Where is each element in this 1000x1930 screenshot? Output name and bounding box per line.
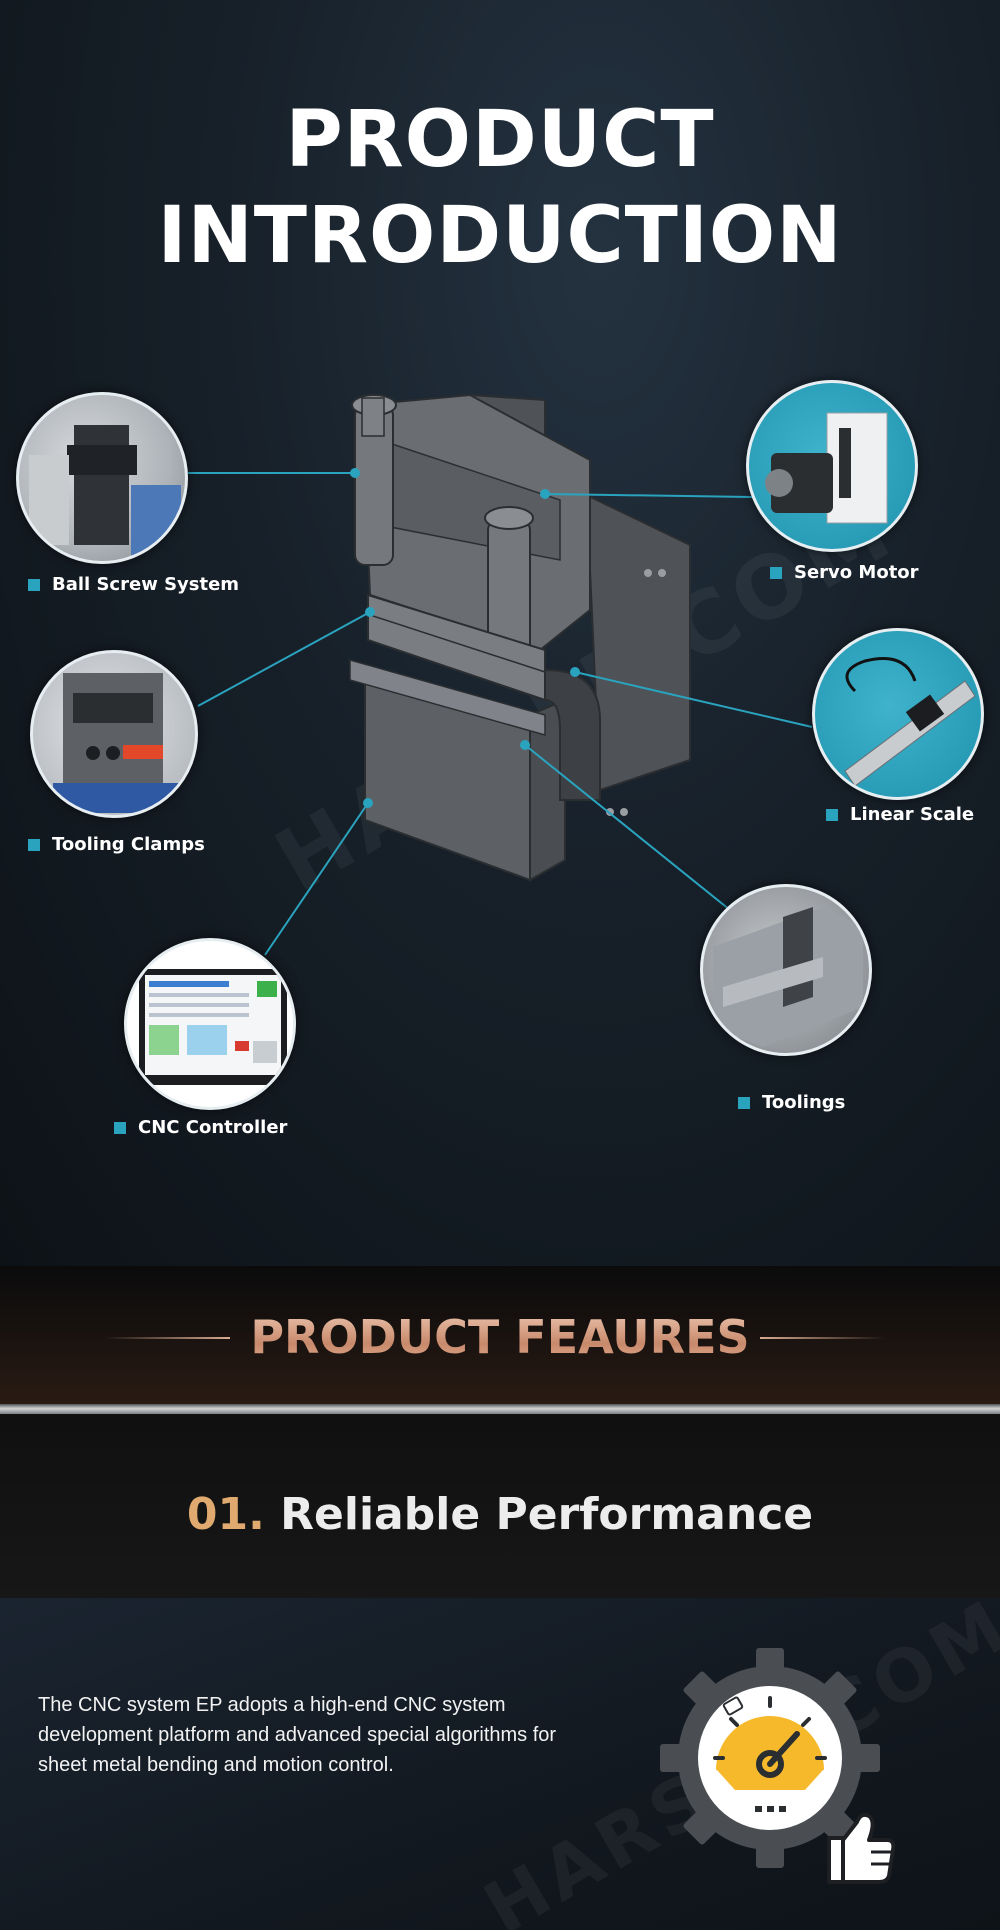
gauge-gear-thumbs-up-icon xyxy=(660,1648,896,1884)
callout-label: Toolings xyxy=(762,1092,846,1113)
callout-label: CNC Controller xyxy=(138,1117,288,1138)
callout-label: Tooling Clamps xyxy=(52,834,205,855)
toolings-photo xyxy=(700,884,872,1056)
intro-title-line2: INTRODUCTION xyxy=(157,191,843,281)
callout-cnc-controller: CNC Controller xyxy=(114,1117,287,1138)
features-divider-left xyxy=(105,1337,230,1339)
performance-number: 01. xyxy=(186,1489,265,1540)
callout-tooling-clamps: Tooling Clamps xyxy=(28,834,205,855)
bullet-square-icon xyxy=(28,839,40,851)
callout-label: Ball Screw System xyxy=(52,574,240,595)
bullet-square-icon xyxy=(114,1122,126,1134)
intro-title: PRODUCT INTRODUCTION xyxy=(0,92,1000,284)
features-divider-right xyxy=(760,1337,885,1339)
callout-label: Linear Scale xyxy=(850,804,975,825)
ball-screw-photo xyxy=(16,392,188,564)
tooling-clamps-photo xyxy=(30,650,198,818)
bullet-square-icon xyxy=(826,809,838,821)
performance-description: The CNC system EP adopts a high-end CNC … xyxy=(38,1694,557,1776)
product-introduction-section: PRODUCT INTRODUCTION HARSLE.COM xyxy=(0,0,1000,1266)
cnc-controller-photo xyxy=(124,938,296,1110)
features-title: PRODUCT FEAURES xyxy=(0,1303,1000,1371)
servo-motor-photo xyxy=(746,380,918,552)
performance-title: 01. Reliable Performance xyxy=(0,1483,1000,1547)
callout-servo-motor: Servo Motor xyxy=(770,562,919,583)
performance-heading: Reliable Performance xyxy=(280,1489,814,1540)
product-features-band xyxy=(0,1266,1000,1404)
callout-ball-screw-system: Ball Screw System xyxy=(28,574,239,595)
performance-header-band xyxy=(0,1414,1000,1598)
press-brake-illustration: HARSLE.COM xyxy=(188,393,911,956)
callout-linear-scale: Linear Scale xyxy=(826,804,974,825)
linear-scale-photo xyxy=(812,628,984,800)
bullet-square-icon xyxy=(770,567,782,579)
bullet-square-icon xyxy=(738,1097,750,1109)
callout-toolings: Toolings xyxy=(738,1092,845,1113)
callout-label: Servo Motor xyxy=(794,562,919,583)
intro-title-line1: PRODUCT xyxy=(285,95,715,185)
bullet-square-icon xyxy=(28,579,40,591)
silver-divider-bar xyxy=(0,1404,1000,1414)
